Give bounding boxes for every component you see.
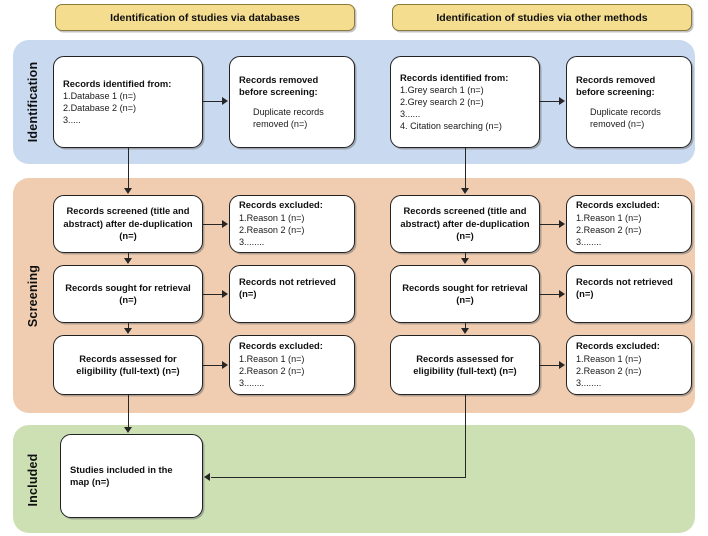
node-left-records-removed: Records removed before screening: Duplic… — [229, 56, 355, 148]
connector-right-screened-to-excluded — [540, 224, 559, 226]
node-item: Duplicate records removed (n=) — [590, 106, 661, 129]
node-left-records-screened: Records screened (title and abstract) af… — [53, 195, 203, 253]
connector-right-sought-to-not-retrieved — [540, 294, 559, 296]
node-item: 3........ — [576, 237, 602, 248]
node-left-records-excluded-eligibility: Records excluded: 1.Reason 1 (n=) 2.Reas… — [229, 335, 355, 395]
node-item: 3........ — [576, 378, 602, 389]
arrowhead-down — [124, 328, 132, 334]
node-title: Records removed before screening: — [239, 74, 319, 98]
arrowhead-down — [124, 258, 132, 264]
arrowhead-right — [222, 97, 228, 105]
connector-right-assessed-to-included-horizontal — [211, 477, 466, 479]
node-title: Records excluded: — [239, 199, 323, 211]
node-item: 1.Reason 1 (n=) — [576, 353, 642, 364]
node-right-records-assessed: Records assessed for eligibility (full-t… — [390, 335, 540, 395]
node-left-records-sought: Records sought for retrieval (n=) — [53, 265, 203, 323]
node-title: Records identified from: — [63, 77, 172, 89]
node-right-records-identified: Records identified from: 1.Grey search 1… — [390, 56, 540, 148]
arrowhead-down — [461, 188, 469, 194]
node-title: Records not retrieved (n=) — [239, 275, 336, 299]
node-right-records-not-retrieved: Records not retrieved (n=) — [566, 265, 692, 323]
node-title: Studies included in the map (n=) — [70, 463, 173, 487]
node-left-records-excluded-screening: Records excluded: 1.Reason 1 (n=) 2.Reas… — [229, 195, 355, 253]
node-left-records-identified: Records identified from: 1.Database 1 (n… — [53, 56, 203, 148]
node-title: Records sought for retrieval (n=) — [65, 281, 191, 305]
stage-label-included: Included — [26, 453, 40, 507]
connector-left-assessed-to-excluded — [203, 365, 222, 367]
node-item: 2.Grey search 2 (n=) — [400, 97, 484, 108]
connector-left-identified-to-screened — [128, 148, 130, 188]
node-right-records-excluded-eligibility: Records excluded: 1.Reason 1 (n=) 2.Reas… — [566, 335, 692, 395]
arrowhead-right — [222, 290, 228, 298]
node-item: Duplicate records removed (n=) — [253, 106, 324, 129]
connector-left-screened-to-sought — [128, 253, 130, 259]
node-item: 1.Reason 1 (n=) — [239, 353, 305, 364]
node-title: Records assessed for eligibility (full-t… — [413, 352, 517, 376]
node-title: Records excluded: — [239, 340, 323, 352]
arrowhead-down — [461, 258, 469, 264]
node-title: Records removed before screening: — [576, 74, 656, 98]
node-right-records-removed: Records removed before screening: Duplic… — [566, 56, 692, 148]
header-bar-other-methods: Identification of studies via other meth… — [392, 4, 692, 31]
node-left-records-assessed: Records assessed for eligibility (full-t… — [53, 335, 203, 395]
header-bar-databases: Identification of studies via databases — [55, 4, 355, 31]
node-item: 2.Reason 2 (n=) — [239, 225, 305, 236]
connector-left-sought-to-assessed — [128, 323, 130, 329]
node-item: 1.Grey search 1 (n=) — [400, 85, 484, 96]
node-item: 1.Reason 1 (n=) — [239, 212, 305, 223]
connector-right-screened-to-sought — [465, 253, 467, 259]
arrowhead-right — [222, 361, 228, 369]
connector-right-identified-to-screened — [465, 148, 467, 188]
node-item: 1.Database 1 (n=) — [63, 91, 137, 102]
connector-right-identified-to-removed — [540, 101, 559, 103]
node-right-records-excluded-screening: Records excluded: 1.Reason 1 (n=) 2.Reas… — [566, 195, 692, 253]
arrowhead-right — [559, 220, 565, 228]
node-item: 3........ — [239, 237, 265, 248]
node-right-records-sought: Records sought for retrieval (n=) — [390, 265, 540, 323]
stage-label-identification: Identification — [26, 61, 40, 143]
node-title: Records sought for retrieval (n=) — [402, 281, 528, 305]
connector-left-screened-to-excluded — [203, 224, 222, 226]
node-item: 3..... — [63, 115, 81, 126]
arrowhead-right — [559, 361, 565, 369]
arrowhead-right — [559, 290, 565, 298]
node-title: Records not retrieved (n=) — [576, 275, 673, 299]
node-item: 1.Reason 1 (n=) — [576, 212, 642, 223]
node-item: 2.Database 2 (n=) — [63, 103, 137, 114]
arrowhead-right — [559, 97, 565, 105]
connector-right-assessed-to-excluded — [540, 365, 559, 367]
node-item: 3........ — [239, 378, 265, 389]
connector-right-sought-to-assessed — [465, 323, 467, 329]
node-item: 2.Reason 2 (n=) — [239, 366, 305, 377]
node-title: Records assessed for eligibility (full-t… — [76, 352, 180, 376]
connector-left-sought-to-not-retrieved — [203, 294, 222, 296]
node-item: 4. Citation searching (n=) — [400, 121, 502, 132]
connector-right-assessed-to-included-vertical — [465, 395, 467, 478]
node-title: Records excluded: — [576, 199, 660, 211]
node-title: Records screened (title and abstract) af… — [400, 205, 530, 242]
node-studies-included: Studies included in the map (n=) — [60, 434, 203, 518]
connector-left-assessed-to-included — [128, 395, 130, 428]
arrowhead-down — [124, 427, 132, 433]
node-title: Records identified from: — [400, 71, 509, 83]
stage-label-screening: Screening — [26, 264, 40, 328]
arrowhead-down — [461, 328, 469, 334]
node-item: 3...... — [400, 109, 421, 120]
arrowhead-left — [204, 473, 210, 481]
node-item: 2.Reason 2 (n=) — [576, 366, 642, 377]
arrowhead-down — [124, 188, 132, 194]
node-title: Records excluded: — [576, 340, 660, 352]
node-left-records-not-retrieved: Records not retrieved (n=) — [229, 265, 355, 323]
connector-left-identified-to-removed — [203, 101, 222, 103]
arrowhead-right — [222, 220, 228, 228]
node-item: 2.Reason 2 (n=) — [576, 225, 642, 236]
node-title: Records screened (title and abstract) af… — [63, 205, 193, 242]
node-right-records-screened: Records screened (title and abstract) af… — [390, 195, 540, 253]
